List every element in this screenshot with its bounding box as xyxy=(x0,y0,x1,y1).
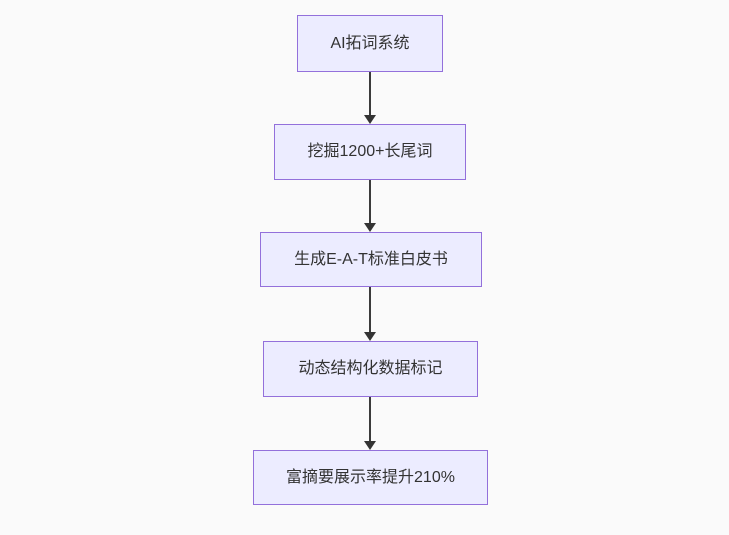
flow-arrow-down xyxy=(364,72,376,124)
flow-node-rich-snippet-result: 富摘要展示率提升210% xyxy=(253,450,488,505)
flow-node-label: AI拓词系统 xyxy=(330,34,410,52)
arrow-head-icon xyxy=(364,223,376,232)
flow-node-structured-data-markup: 动态结构化数据标记 xyxy=(263,341,478,397)
flow-node-longtail-mining: 挖掘1200+长尾词 xyxy=(274,124,466,180)
arrow-line xyxy=(369,397,371,441)
flow-node-label: 富摘要展示率提升210% xyxy=(286,468,455,486)
flow-arrow-down xyxy=(364,397,376,450)
flow-arrow-down xyxy=(364,287,376,341)
flow-node-ai-keyword-system: AI拓词系统 xyxy=(297,15,443,72)
arrow-head-icon xyxy=(364,332,376,341)
flow-arrow-down xyxy=(364,180,376,232)
arrow-line xyxy=(369,287,371,332)
flow-node-label: 生成E-A-T标准白皮书 xyxy=(294,250,448,268)
arrow-line xyxy=(369,180,371,223)
flow-node-label: 动态结构化数据标记 xyxy=(298,360,443,378)
flow-node-eat-whitepaper: 生成E-A-T标准白皮书 xyxy=(260,232,482,287)
flow-node-label: 挖掘1200+长尾词 xyxy=(307,143,433,161)
arrow-line xyxy=(369,72,371,115)
arrow-head-icon xyxy=(364,115,376,124)
arrow-head-icon xyxy=(364,441,376,450)
